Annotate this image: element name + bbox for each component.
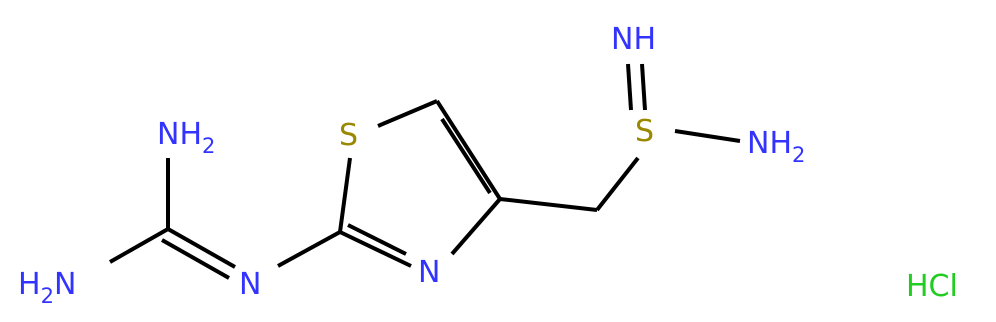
bond-s-nh2 [674,129,741,143]
atom-labels: NH2 H2N N S N NH S NH2 HCl [18,22,958,308]
bond-ch2-s [595,156,640,212]
bond-c5-c4-a [435,99,502,201]
atom-h2n-left: H2N [18,267,76,308]
bond-c-n-double-a [167,227,236,269]
bond-c2-s1 [338,157,352,233]
bond-c5-c4-b [440,117,492,195]
bond-n3-c2-a [339,230,412,268]
atom-s-ring: S [339,118,358,153]
bond-n3-c2-b [347,223,407,256]
atom-n-ring: N [418,255,440,290]
bond-c-n-double-b [161,238,230,280]
bond-n-c2 [277,230,341,268]
bond-c4-ch2 [499,197,598,212]
atom-nh2-right: NH2 [747,126,805,167]
bond-s-nh-double-b [640,63,647,111]
atom-n-imine: N [239,267,261,302]
atom-nh-top: NH [611,22,656,57]
bonds [109,63,741,280]
bond-c4-n3 [450,197,502,256]
atom-nh2-top: NH2 [157,117,215,158]
salt-label: HCl [906,269,958,304]
atom-s-side: S [635,114,654,149]
bond-c-h2n-left [109,227,169,264]
bond-s1-c5 [377,99,438,128]
bond-s-nh-double-a [626,63,633,111]
